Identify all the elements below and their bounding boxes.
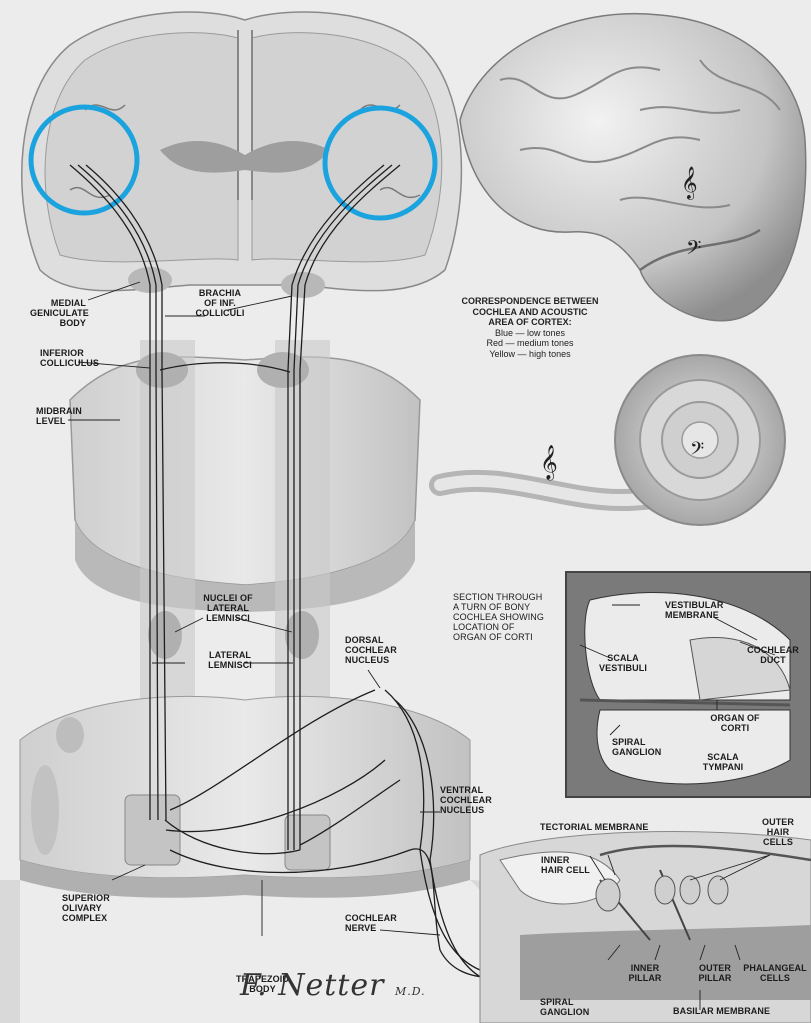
label-phalangeal-cells: PHALANGEAL CELLS (739, 963, 811, 983)
label-cochlear-nerve: COCHLEAR NERVE (345, 913, 425, 933)
label-spiral-ganglion-bottom: SPIRAL GANGLION (540, 997, 620, 1017)
bass-clef-icon: 𝄢 (686, 236, 701, 264)
label-tectorial-membrane: TECTORIAL MEMBRANE (540, 822, 680, 832)
label-inferior-colliculus: INFERIOR COLLICULUS (40, 348, 120, 368)
label-midbrain-level: MIDBRAIN LEVEL (36, 406, 106, 426)
treble-clef-icon: 𝄞 (681, 166, 698, 200)
legend-row-high-tones: Yellow — high tones (440, 349, 620, 360)
label-outer-hair-cells: OUTER HAIR CELLS (748, 817, 808, 847)
signature-suffix: M.D. (395, 985, 426, 998)
signature-name: F. Netter (240, 968, 384, 1003)
coronal-brain-section (22, 12, 462, 291)
cochlea-spiral (440, 355, 785, 525)
label-superior-olivary-complex: SUPERIOR OLIVARY COMPLEX (62, 893, 142, 923)
label-spiral-ganglion-section: SPIRAL GANGLION (612, 737, 682, 757)
label-cochlear-duct: COCHLEAR DUCT (738, 645, 808, 665)
organ-of-corti-detail (480, 832, 811, 1023)
label-organ-of-corti: ORGAN OF CORTI (695, 713, 775, 733)
label-scala-tympani: SCALA TYMPANI (688, 752, 758, 772)
label-inner-hair-cell: INNER HAIR CELL (541, 855, 611, 875)
artist-signature: F. Netter M.D. (240, 968, 426, 1003)
label-inner-pillar: INNER PILLAR (620, 963, 670, 983)
label-nuclei-of-lateral-lemnisci: NUCLEI OF LATERAL LEMNISCI (188, 593, 268, 623)
label-lateral-lemnisci: LATERAL LEMNISCI (190, 650, 270, 670)
label-brachia-inf-colliculi: BRACHIA OF INF. COLLICULI (180, 288, 260, 318)
lateral-brain (460, 14, 806, 321)
tone-correspondence-legend: CORRESPONDENCE BETWEEN COCHLEA AND ACOUS… (440, 296, 620, 359)
label-outer-pillar: OUTER PILLAR (690, 963, 740, 983)
legend-row-low-tones: Blue — low tones (440, 328, 620, 339)
label-dorsal-cochlear-nucleus: DORSAL COCHLEAR NUCLEUS (345, 635, 425, 665)
label-ventral-cochlear-nucleus: VENTRAL COCHLEAR NUCLEUS (440, 785, 520, 815)
treble-clef-icon: 𝄞 (540, 445, 558, 481)
label-medial-geniculate-body: MEDIAL GENICULATE BODY (30, 298, 86, 328)
legend-row-medium-tones: Red — medium tones (440, 338, 620, 349)
bass-clef-icon: 𝄢 (690, 439, 704, 464)
label-basilar-membrane: BASILAR MEMBRANE (673, 1006, 793, 1016)
label-section-through-cochlea: SECTION THROUGH A TURN OF BONY COCHLEA S… (453, 592, 563, 642)
legend-title: CORRESPONDENCE BETWEEN COCHLEA AND ACOUS… (440, 296, 620, 328)
label-vestibular-membrane: VESTIBULAR MEMBRANE (665, 600, 745, 620)
label-scala-vestibuli: SCALA VESTIBULI (588, 653, 658, 673)
